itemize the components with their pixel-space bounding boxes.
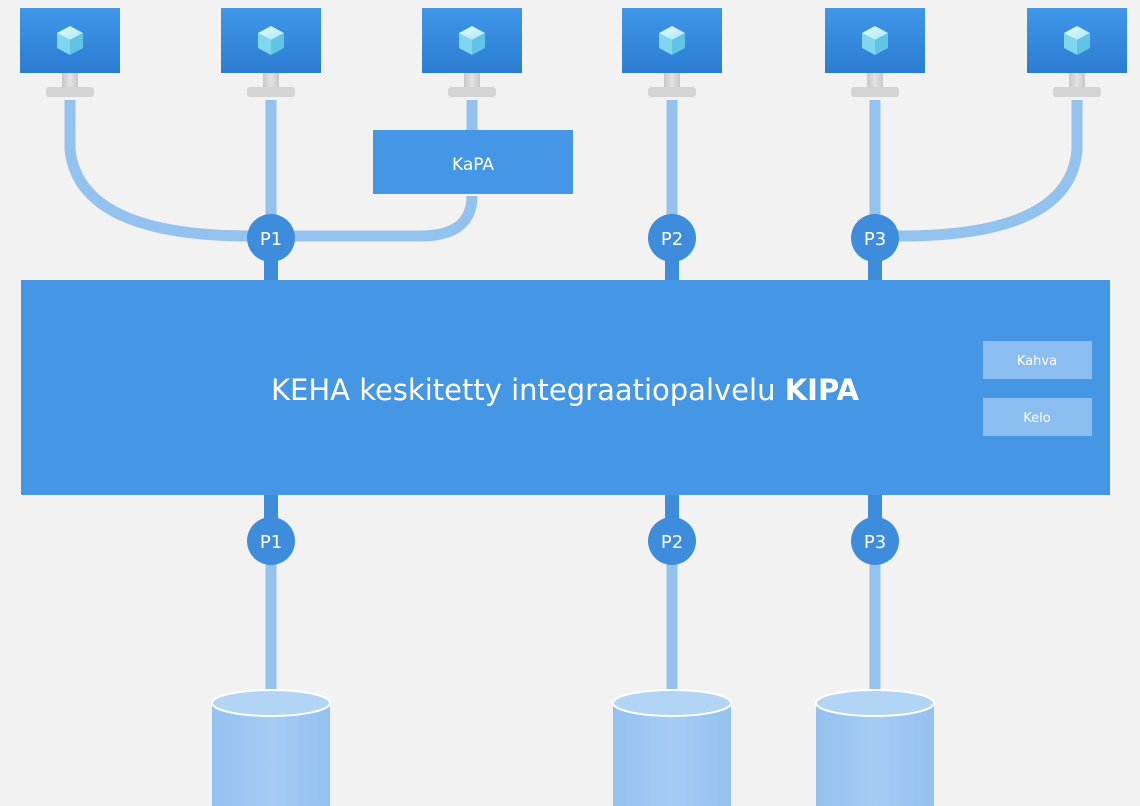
- port-top-p1-label: P1: [260, 229, 282, 250]
- kahva-box: [983, 341, 1092, 379]
- connector-monitor-1-p1: [64, 100, 290, 242]
- port-top-p3: P3: [851, 214, 899, 262]
- monitor-icon: [1027, 8, 1127, 97]
- bottom-connectors: [265, 560, 881, 700]
- port-bottom-p2-label: P2: [661, 532, 683, 553]
- monitor-icon: [825, 8, 925, 97]
- kelo-label: Kelo: [1023, 411, 1050, 426]
- top-ports: P1 P2 P3: [247, 214, 899, 262]
- port-top-p2-label: P2: [661, 229, 683, 250]
- monitor-icon: [622, 8, 722, 97]
- monitor-icon: [20, 8, 120, 97]
- databases: [211, 689, 935, 806]
- bus-title-prefix: KEHA keskitetty integraatiopalvelu: [271, 373, 785, 407]
- bottom-ports: P1 P2 P3: [247, 517, 899, 565]
- kapa-label: KaPA: [452, 155, 494, 175]
- port-bottom-p1-label: P1: [260, 532, 282, 553]
- port-top-p3-label: P3: [864, 229, 886, 250]
- monitor-icon: [221, 8, 321, 97]
- monitor-icon: [422, 8, 522, 97]
- kahva-label: Kahva: [1017, 354, 1057, 369]
- database-icon: [815, 689, 935, 806]
- port-bottom-p3-label: P3: [864, 532, 886, 553]
- database-icon: [211, 689, 331, 806]
- bus-title-bold: KIPA: [785, 373, 860, 407]
- port-bottom-p1: P1: [247, 517, 295, 565]
- port-top-p1: P1: [247, 214, 295, 262]
- bus-title: KEHA keskitetty integraatiopalvelu KIPA: [271, 373, 860, 407]
- top-connectors: [64, 100, 1083, 242]
- database-icon: [612, 689, 732, 806]
- port-top-p2: P2: [648, 214, 696, 262]
- port-bottom-p3: P3: [851, 517, 899, 565]
- connector-kapa-p1: [290, 195, 478, 242]
- kapa-box: KaPA: [373, 130, 573, 194]
- kelo-box: [983, 398, 1092, 436]
- monitors: [20, 8, 1127, 97]
- port-bottom-p2: P2: [648, 517, 696, 565]
- kipa-bus: KEHA keskitetty integraatiopalvelu KIPA …: [21, 280, 1110, 495]
- connector-monitor-6-p3: [890, 100, 1083, 242]
